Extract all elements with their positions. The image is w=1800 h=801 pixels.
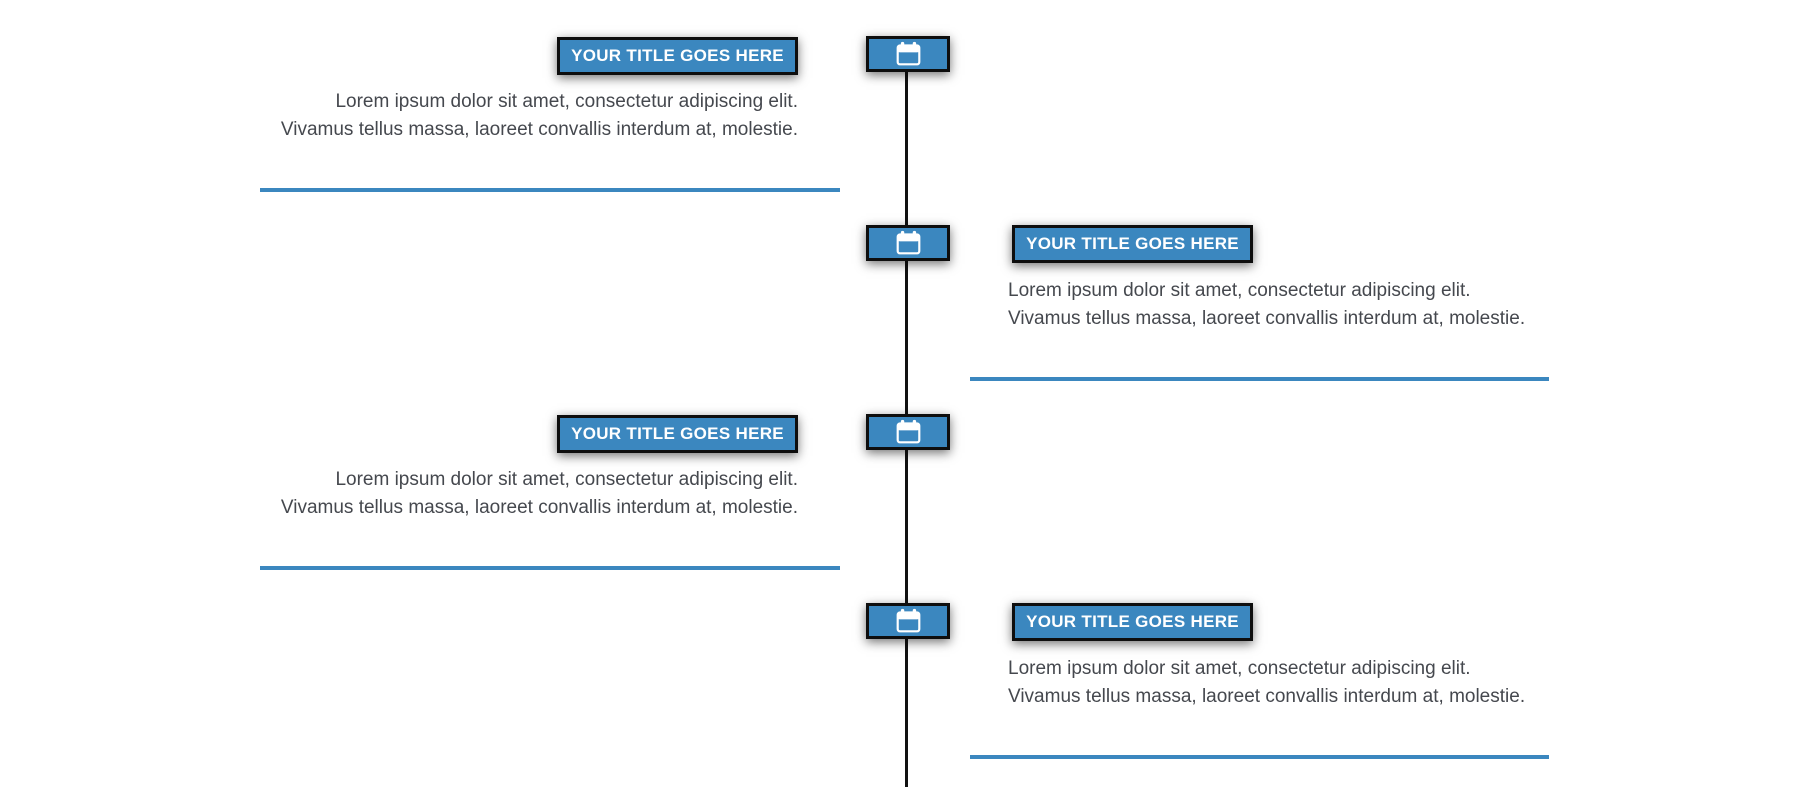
entry-body-line: Vivamus tellus massa, laoreet convallis … (280, 119, 798, 140)
calendar-icon (895, 419, 922, 445)
calendar-icon-box (866, 414, 950, 450)
calendar-icon (895, 230, 922, 256)
entry-title: YOUR TITLE GOES HERE (1012, 603, 1253, 641)
entry-divider (970, 755, 1549, 759)
entry-title: YOUR TITLE GOES HERE (1012, 225, 1253, 263)
entry-body-line: Lorem ipsum dolor sit amet, consectetur … (335, 469, 798, 490)
entry-divider (260, 188, 840, 192)
entry-title: YOUR TITLE GOES HERE (557, 415, 798, 453)
entry-title: YOUR TITLE GOES HERE (557, 37, 798, 75)
entry-body-line: Lorem ipsum dolor sit amet, consectetur … (1008, 280, 1471, 301)
entry-body: Lorem ipsum dolor sit amet, consectetur … (281, 88, 798, 144)
entry-body-line: Lorem ipsum dolor sit amet, consectetur … (335, 91, 798, 112)
entry-body: Lorem ipsum dolor sit amet, consectetur … (1008, 277, 1525, 333)
entry-body-line: Vivamus tellus massa, laoreet convallis … (1008, 308, 1526, 329)
calendar-icon (895, 608, 922, 634)
entry-body-line: Vivamus tellus massa, laoreet convallis … (1008, 686, 1526, 707)
entry-body-line: Vivamus tellus massa, laoreet convallis … (280, 497, 798, 518)
entry-divider (970, 377, 1549, 381)
entry-body: Lorem ipsum dolor sit amet, consectetur … (1008, 655, 1525, 711)
calendar-icon-box (866, 36, 950, 72)
calendar-icon-box (866, 225, 950, 261)
entry-body: Lorem ipsum dolor sit amet, consectetur … (281, 466, 798, 522)
calendar-icon-box (866, 603, 950, 639)
entry-body-line: Lorem ipsum dolor sit amet, consectetur … (1008, 658, 1471, 679)
calendar-icon (895, 41, 922, 67)
entry-divider (260, 566, 840, 570)
